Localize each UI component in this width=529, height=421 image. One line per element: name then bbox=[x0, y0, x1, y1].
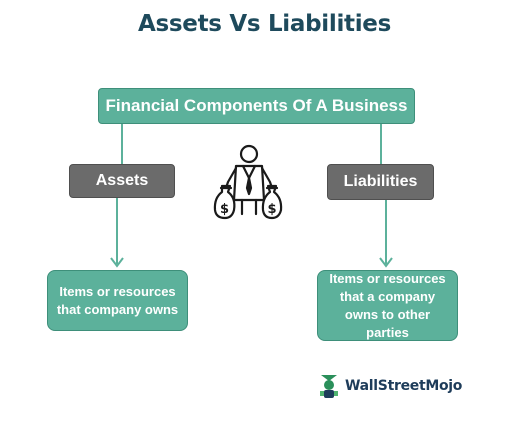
svg-text:$: $ bbox=[220, 202, 229, 217]
brand-name: WallStreetMojo bbox=[345, 378, 463, 394]
assets-node: Assets bbox=[69, 164, 175, 198]
assets-description-text: Items or resources that company owns bbox=[56, 283, 179, 317]
arrowhead-liabilities bbox=[379, 257, 393, 268]
liabilities-node: Liabilities bbox=[327, 164, 434, 200]
arrowhead-assets bbox=[110, 257, 124, 268]
root-node-label: Financial Components Of A Business bbox=[105, 96, 408, 115]
liabilities-description-node: Items or resources that a company owns t… bbox=[317, 270, 458, 341]
svg-text:$: $ bbox=[267, 202, 276, 217]
assets-description-node: Items or resources that company owns bbox=[47, 270, 188, 331]
brand-logo: WallStreetMojo bbox=[318, 373, 462, 399]
wallstreetmojo-logo-icon bbox=[320, 375, 338, 398]
root-node: Financial Components Of A Business bbox=[98, 88, 415, 124]
businessman-with-money-bags-icon: $ $ bbox=[213, 144, 283, 220]
liabilities-node-label: Liabilities bbox=[343, 173, 418, 190]
diagram-title: Assets Vs Liabilities bbox=[137, 11, 391, 37]
assets-node-label: Assets bbox=[95, 172, 149, 189]
liabilities-description-text: Items or resources that a company owns t… bbox=[329, 270, 446, 340]
